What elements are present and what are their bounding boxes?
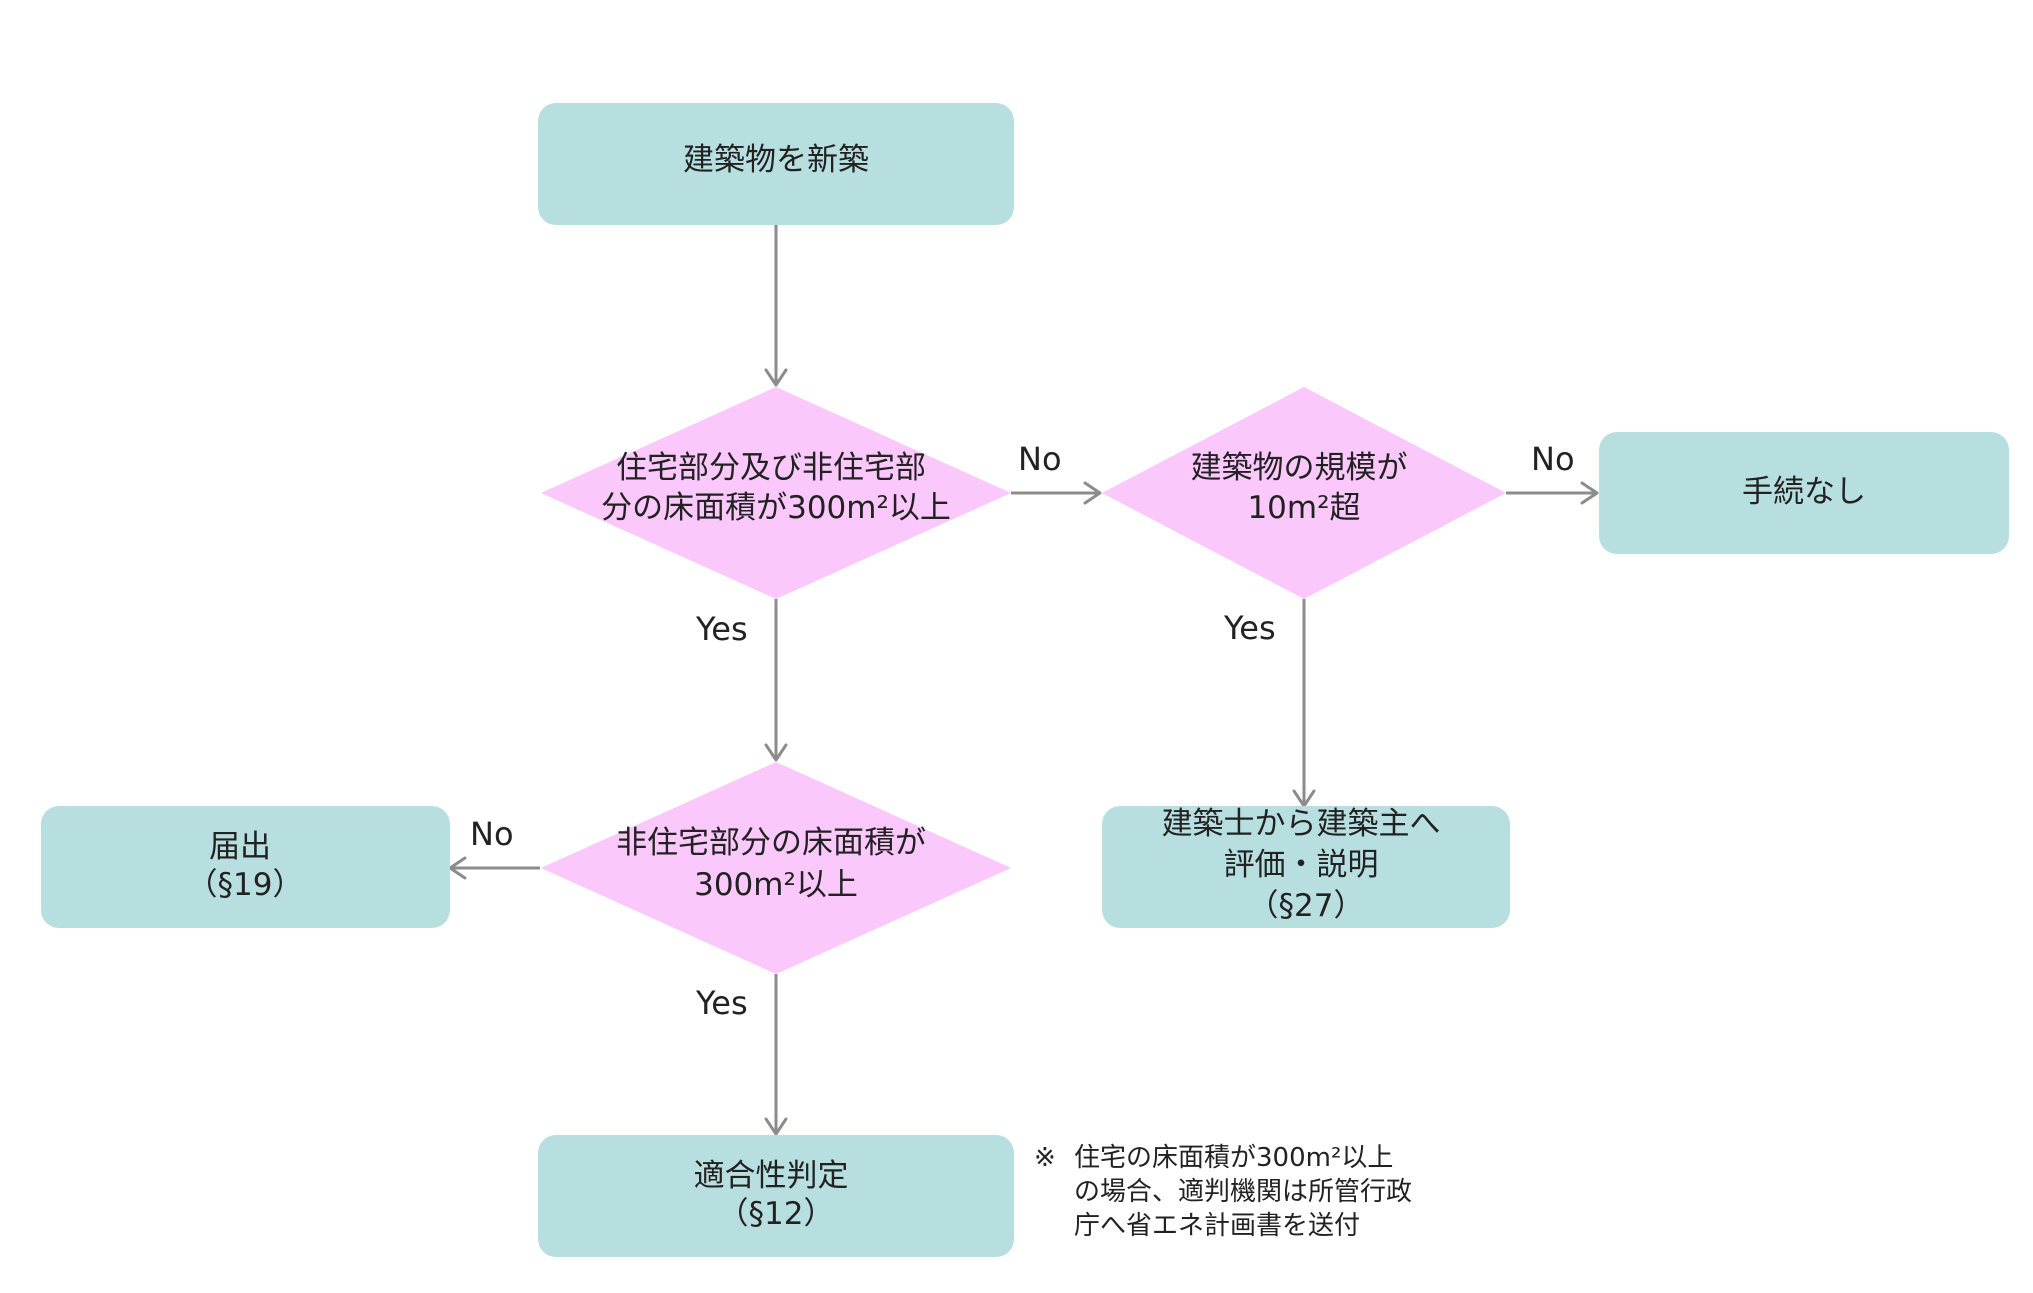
architect-explain-line-1: 建築士から建築主へ — [1162, 806, 1441, 842]
decision-total-area-line-2: 分の床面積が300m²以上 — [601, 490, 951, 526]
arrowhead-total-area-to-scale — [1083, 481, 1102, 505]
decision-scale-line-1: 建築物の規模が — [1191, 450, 1408, 486]
footnote-text: 住宅の床面積が300m²以上 の場合、適判機関は所管行政 庁へ省エネ計画書を送付 — [1074, 1143, 1420, 1241]
arrowhead-scale-to-no-procedure — [1580, 481, 1599, 505]
decision-total-area-line-1: 住宅部分及び非住宅部 — [616, 450, 926, 486]
footnote: ※ 住宅の床面積が300m²以上 の場合、適判機関は所管行政 庁へ省エネ計画書を… — [1034, 1143, 1420, 1241]
decision-total-area-diamond — [541, 387, 1011, 599]
decision-scale-line-2: 10m²超 — [1247, 490, 1360, 526]
edge-label-scale-yes: Yes — [1223, 609, 1276, 647]
start-label: 建築物を新築 — [683, 142, 869, 178]
decision-nonres-area-line-2: 300m²以上 — [694, 867, 858, 903]
edge-label-total-no: No — [1018, 440, 1062, 478]
decision-scale-diamond — [1102, 387, 1506, 599]
architect-explain-box — [1102, 806, 1510, 928]
conformity-label: 適合性判定 （§12） — [694, 1158, 859, 1232]
decision-nonres-area-label: 非住宅部分の床面積が 300m²以上 — [616, 825, 936, 903]
edge-labels: No No Yes Yes No Yes — [470, 440, 1575, 1022]
footnote-mark: ※ — [1034, 1143, 1056, 1173]
arrowhead-nonres-to-conformity — [764, 1117, 788, 1136]
start-label-line-1: 建築物を新築 — [683, 142, 869, 178]
arrowhead-start-to-total-area — [764, 368, 788, 387]
node-decision-total-area: 住宅部分及び非住宅部 分の床面積が300m²以上 — [541, 387, 1011, 599]
edge-label-nonres-no: No — [470, 815, 514, 853]
node-no-procedure: 手続なし — [1599, 432, 2009, 554]
node-decision-nonres-area: 非住宅部分の床面積が 300m²以上 — [541, 762, 1011, 974]
footnote-line-3: 庁へ省エネ計画書を送付 — [1074, 1211, 1360, 1241]
decision-nonres-area-diamond — [541, 762, 1011, 974]
footnote-line-2: の場合、適判機関は所管行政 — [1074, 1177, 1412, 1207]
decision-nonres-area-line-1: 非住宅部分の床面積が — [616, 825, 926, 861]
start-box — [538, 103, 1014, 225]
arrowhead-total-area-to-nonres — [764, 743, 788, 762]
decision-total-area-label: 住宅部分及び非住宅部 分の床面積が300m²以上 — [601, 450, 951, 526]
conformity-box — [538, 1135, 1014, 1257]
architect-explain-line-2: 評価・説明 — [1224, 847, 1379, 883]
no-procedure-label: 手続なし — [1742, 474, 1866, 510]
edge-label-nonres-yes: Yes — [695, 984, 748, 1022]
conformity-line-1: 適合性判定 — [694, 1158, 849, 1194]
no-procedure-box — [1599, 432, 2009, 554]
architect-explain-line-3: （§27） — [1248, 888, 1365, 924]
no-procedure-line-1: 手続なし — [1742, 474, 1866, 510]
node-conformity: 適合性判定 （§12） — [538, 1135, 1014, 1257]
architect-explain-label: 建築士から建築主へ 評価・説明 （§27） — [1162, 806, 1451, 924]
edge-label-scale-no: No — [1531, 440, 1575, 478]
node-notification: 届出 （§19） — [41, 806, 450, 928]
footnote-line-1: 住宅の床面積が300m²以上 — [1074, 1143, 1393, 1173]
node-architect-explain: 建築士から建築主へ 評価・説明 （§27） — [1102, 806, 1510, 928]
notification-line-1: 届出 — [209, 829, 271, 865]
node-decision-scale: 建築物の規模が 10m²超 — [1102, 387, 1506, 599]
notification-label: 届出 （§19） — [187, 829, 304, 903]
conformity-line-2: （§12） — [718, 1196, 835, 1232]
notification-box — [41, 806, 450, 928]
connectors — [448, 225, 1599, 1136]
node-start: 建築物を新築 — [538, 103, 1014, 225]
notification-line-2: （§19） — [187, 867, 304, 903]
decision-scale-label: 建築物の規模が 10m²超 — [1191, 450, 1418, 526]
edge-label-total-yes: Yes — [695, 610, 748, 648]
